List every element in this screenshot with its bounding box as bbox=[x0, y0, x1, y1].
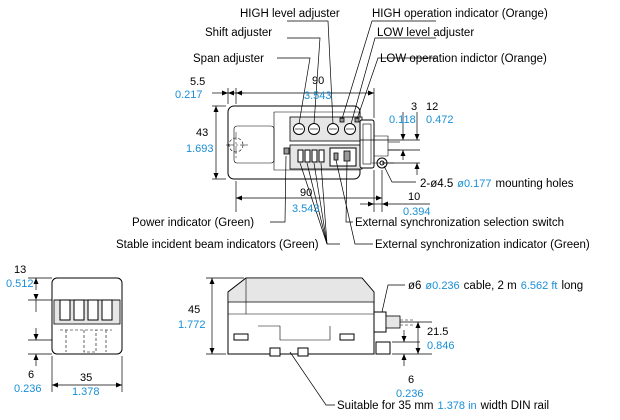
stable-beam-indicator-1 bbox=[297, 149, 304, 163]
dim-10: 10 bbox=[408, 191, 420, 203]
cable-length-ft: 6.562 ft bbox=[521, 280, 558, 292]
mounting-holes-in: ø0.177 bbox=[457, 178, 491, 190]
dim-45: 45 bbox=[188, 304, 200, 316]
front-view-dimensions bbox=[206, 277, 432, 406]
dim-90-top: 90 bbox=[312, 75, 324, 87]
dim-0-217: 0.217 bbox=[175, 89, 203, 101]
label-mounting-holes: 2-ø4.5 ø0.177 mounting holes bbox=[420, 178, 574, 190]
cable bbox=[385, 315, 401, 329]
dim-0-512: 0.512 bbox=[6, 278, 34, 290]
din-clip-right bbox=[297, 347, 309, 357]
label-span-adjuster: Span adjuster bbox=[193, 53, 264, 65]
dim-1-772: 1.772 bbox=[178, 319, 206, 331]
high-level-adjuster-icon bbox=[327, 123, 339, 135]
din-clip-left bbox=[269, 347, 281, 357]
dim-13: 13 bbox=[14, 264, 26, 276]
din-rail-in: 1.378 in bbox=[438, 400, 477, 412]
dim-43: 43 bbox=[196, 127, 208, 139]
dim-35: 35 bbox=[80, 372, 92, 384]
dim-5-5: 5.5 bbox=[190, 76, 205, 88]
top-view-dimensions bbox=[212, 88, 430, 212]
dim-90-bottom: 90 bbox=[300, 187, 312, 199]
label-ext-sync-selection-switch: External synchronization selection switc… bbox=[355, 217, 564, 229]
dim-0-236-right: 0.236 bbox=[396, 388, 424, 400]
label-high-operation-indicator: HIGH operation indicator (Orange) bbox=[372, 8, 548, 20]
front-view bbox=[227, 277, 414, 357]
top-view-bracket bbox=[359, 119, 375, 169]
end-view-dimensions bbox=[28, 277, 123, 392]
span-adjuster-icon bbox=[293, 123, 305, 135]
dim-0-394: 0.394 bbox=[403, 206, 431, 218]
label-power-indicator: Power indicator (Green) bbox=[132, 217, 254, 229]
power-indicator-icon bbox=[283, 147, 290, 155]
low-level-adjuster-icon bbox=[344, 123, 356, 135]
din-hook bbox=[375, 341, 391, 355]
dim-1-693: 1.693 bbox=[186, 143, 214, 155]
din-rail-text: width DIN rail bbox=[480, 400, 549, 412]
end-view bbox=[51, 277, 123, 355]
cable-gland bbox=[373, 311, 387, 333]
mounting-holes-text: mounting holes bbox=[496, 178, 574, 190]
label-low-level-adjuster: LOW level adjuster bbox=[377, 27, 474, 39]
label-high-level-adjuster: HIGH level adjuster bbox=[240, 8, 340, 20]
ext-sync-switch-icon bbox=[343, 150, 351, 162]
dim-21-5: 21.5 bbox=[427, 326, 448, 338]
dim-3-543-bottom: 3.543 bbox=[292, 203, 320, 215]
dim-0-472: 0.472 bbox=[426, 114, 454, 126]
cable-length: cable, 2 m bbox=[464, 280, 517, 292]
top-view-leaders bbox=[270, 20, 436, 245]
dim-12: 12 bbox=[426, 101, 438, 113]
dim-3: 3 bbox=[411, 101, 417, 113]
stable-beam-indicator-4 bbox=[318, 149, 325, 163]
cable-in: ø0.236 bbox=[425, 280, 459, 292]
mounting-holes-mm: 2-ø4.5 bbox=[420, 178, 453, 190]
dim-6-left: 6 bbox=[28, 369, 34, 381]
dim-0-118: 0.118 bbox=[389, 114, 416, 126]
label-stable-incident-beam: Stable incident beam indicators (Green) bbox=[116, 239, 319, 251]
ext-sync-indicator-icon bbox=[333, 152, 339, 161]
label-low-operation-indicator: LOW operation indictor (Orange) bbox=[380, 53, 547, 65]
shift-adjuster-icon bbox=[308, 123, 320, 135]
dim-1-378: 1.378 bbox=[72, 386, 100, 398]
label-shift-adjuster: Shift adjuster bbox=[205, 27, 272, 39]
stable-beam-indicator-3 bbox=[311, 149, 318, 163]
label-ext-sync-indicator: External synchronization indicator (Gree… bbox=[375, 239, 590, 251]
dim-6-right: 6 bbox=[408, 374, 414, 386]
dim-0-846: 0.846 bbox=[427, 340, 455, 352]
cable-long: long bbox=[561, 280, 583, 292]
stable-beam-indicator-2 bbox=[304, 149, 311, 163]
dim-3-543-top: 3.543 bbox=[304, 90, 332, 102]
din-rail-mm: Suitable for 35 mm bbox=[337, 400, 434, 412]
cable-mm: ø6 bbox=[408, 280, 421, 292]
dim-0-236-left: 0.236 bbox=[14, 383, 42, 395]
